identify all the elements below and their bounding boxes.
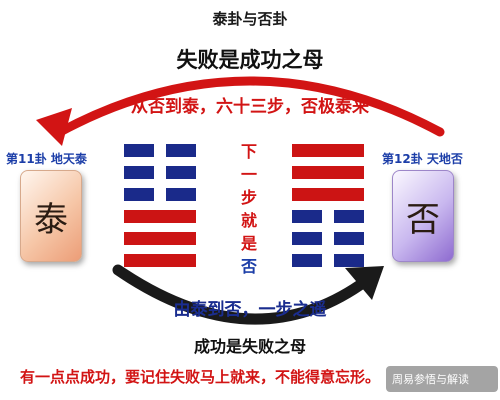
yin-line-segment bbox=[292, 254, 322, 267]
yin-line-segment bbox=[166, 144, 196, 157]
yin-line-segment bbox=[334, 232, 364, 245]
watermark: 周易参悟与解读 bbox=[386, 366, 498, 392]
bottom-note: 有一点点成功，要记住失败马上就来，不能得意忘形。 bbox=[20, 368, 381, 386]
left-hexagram-caption: 第11卦 地天泰 bbox=[6, 152, 87, 166]
watermark-text: 周易参悟与解读 bbox=[392, 373, 469, 386]
yin-line-segment bbox=[292, 232, 322, 245]
tai-seal-card: 泰 bbox=[20, 170, 82, 262]
vertical-char: 是 bbox=[240, 234, 257, 253]
yin-line-segment bbox=[166, 188, 196, 201]
bottom-arrow-head bbox=[345, 266, 384, 300]
page-title: 泰卦与否卦 bbox=[212, 10, 288, 28]
yin-line-segment bbox=[166, 166, 196, 179]
yang-line bbox=[292, 166, 364, 179]
yin-line-segment bbox=[124, 166, 154, 179]
top-arc-label: 从否到泰，六十三步，否极泰来 bbox=[131, 97, 369, 117]
left-hexagram-lines bbox=[124, 144, 196, 267]
yin-line-segment bbox=[124, 144, 154, 157]
yang-line bbox=[292, 188, 364, 201]
yang-line bbox=[124, 232, 196, 245]
vertical-caption: 下 一 步 就 是 否 bbox=[236, 140, 262, 278]
top-arrow-head bbox=[36, 108, 72, 146]
yang-line bbox=[124, 254, 196, 267]
yin-line-segment bbox=[124, 188, 154, 201]
vertical-char: 步 bbox=[240, 188, 257, 207]
right-hexagram-caption: 第12卦 天地否 bbox=[382, 152, 463, 166]
subtitle-bottom: 成功是失败之母 bbox=[193, 337, 306, 356]
vertical-char: 就 bbox=[240, 211, 257, 230]
tai-seal-glyph: 泰 bbox=[34, 199, 68, 240]
yang-line bbox=[292, 144, 364, 157]
subtitle-top: 失败是成功之母 bbox=[176, 48, 324, 72]
yin-line-segment bbox=[334, 210, 364, 223]
yin-line-segment bbox=[292, 210, 322, 223]
right-hexagram-lines bbox=[292, 144, 364, 267]
bottom-arrow-arc bbox=[112, 264, 366, 325]
vertical-char: 否 bbox=[240, 257, 257, 276]
bottom-arc-label: 由泰到否，一步之遥 bbox=[173, 300, 327, 320]
top-arrow-arc bbox=[55, 76, 445, 137]
vertical-char: 下 bbox=[240, 142, 257, 161]
yang-line bbox=[124, 210, 196, 223]
pi-seal-card: 否 bbox=[392, 170, 454, 262]
yin-line-segment bbox=[334, 254, 364, 267]
pi-seal-glyph: 否 bbox=[406, 199, 440, 240]
vertical-char: 一 bbox=[240, 165, 257, 184]
